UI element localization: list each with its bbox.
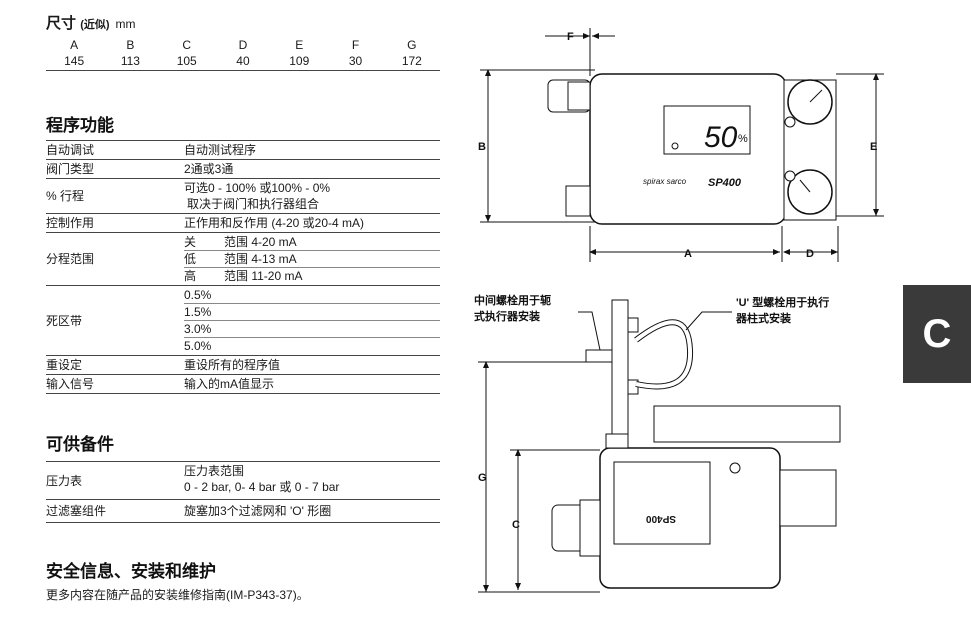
svg-text:B: B bbox=[478, 141, 486, 153]
display-unit: % bbox=[738, 133, 748, 145]
spares-heading: 可供备件 bbox=[46, 435, 114, 455]
positioner-side-view: SP400 bbox=[551, 299, 841, 589]
svg-text:G: G bbox=[478, 472, 487, 484]
model-label-rotated: SP400 bbox=[646, 513, 676, 524]
svg-text:D: D bbox=[806, 248, 814, 260]
dimension-lines bbox=[478, 28, 884, 593]
programming-heading: 程序功能 bbox=[46, 116, 114, 136]
positioner-front-view: 50 % spirax sarco SP400 bbox=[547, 73, 837, 225]
svg-text:A: A bbox=[684, 248, 692, 260]
svg-text:F: F bbox=[567, 31, 574, 43]
model-label: SP400 bbox=[708, 177, 742, 189]
dimensions-heading: 尺寸 (近似)mm bbox=[46, 15, 136, 32]
dimension-drawing: 50 % spirax sarco SP400 SP400 F B E A bbox=[474, 28, 884, 593]
safety-note: 更多内容在随产品的安装维修指南(IM-P343-37)。 bbox=[46, 588, 309, 602]
svg-text:器柱式安装: 器柱式安装 bbox=[735, 311, 791, 325]
display-readout: 50 bbox=[704, 121, 738, 154]
safety-heading: 安全信息、安装和维护 bbox=[46, 562, 216, 582]
brand-logo: spirax sarco bbox=[643, 177, 687, 186]
svg-text:E: E bbox=[870, 141, 877, 153]
callout-u-bolt: 'U' 型螺栓用于执行 bbox=[736, 295, 829, 309]
svg-text:C: C bbox=[512, 519, 520, 531]
svg-text:式执行器安装: 式执行器安装 bbox=[474, 309, 540, 323]
section-tab: C bbox=[903, 285, 971, 383]
dimension-labels: F B E A D G C bbox=[478, 31, 877, 531]
callouts: 中间螺栓用于轭 式执行器安装 'U' 型螺栓用于执行 器柱式安装 bbox=[474, 293, 829, 325]
callout-center-bolt: 中间螺栓用于轭 bbox=[474, 293, 551, 307]
callout-leaders bbox=[578, 311, 732, 351]
